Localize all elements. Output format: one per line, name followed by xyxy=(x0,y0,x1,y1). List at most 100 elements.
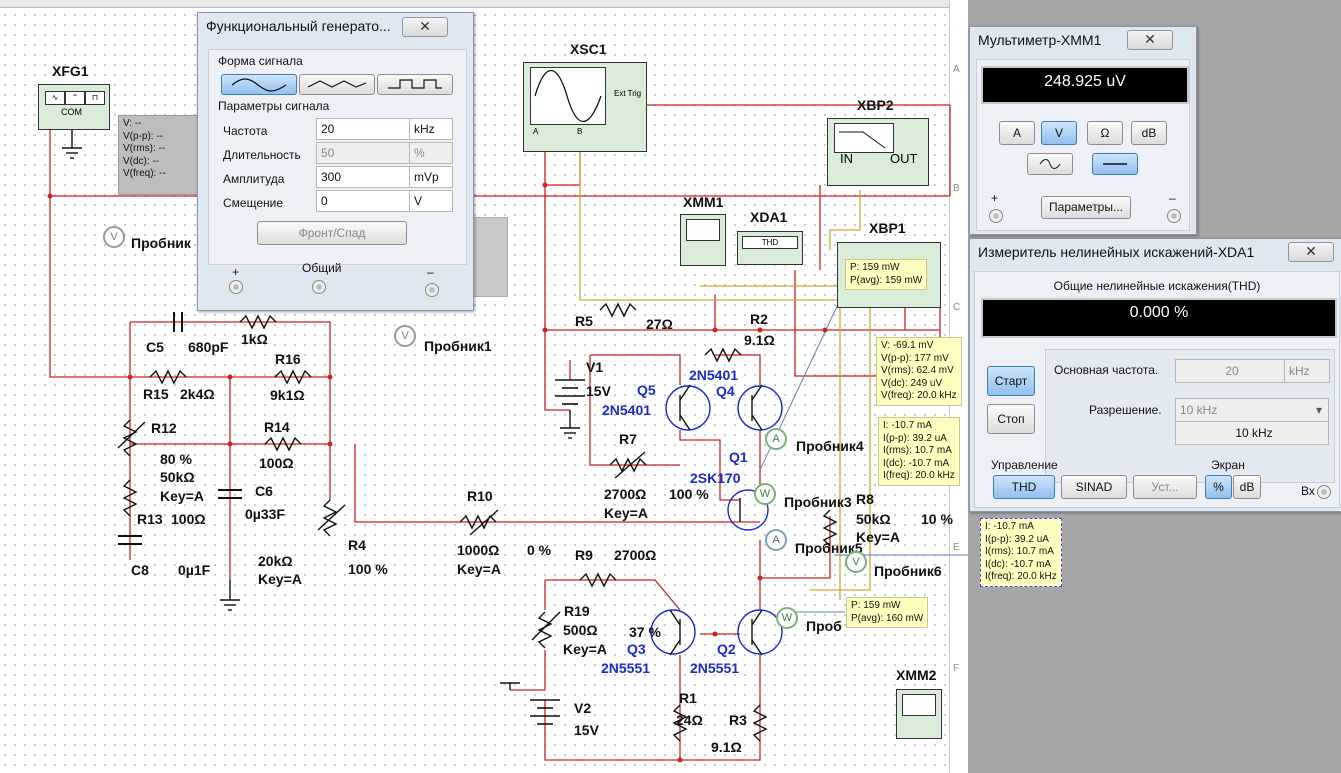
ammeter-mode-button[interactable]: A xyxy=(999,121,1035,145)
bode-plotter-symbol[interactable]: IN OUT xyxy=(827,118,929,186)
sinad-mode-button[interactable]: SINAD xyxy=(1061,475,1127,499)
q3-type: 2N5551 xyxy=(601,660,651,676)
thd-mode-button[interactable]: THD xyxy=(993,475,1055,499)
thd-display-label: THD xyxy=(742,236,798,249)
r3-name: R3 xyxy=(729,712,747,728)
db-display-button[interactable]: dB xyxy=(1233,475,1261,499)
fundamental-label: Основная частота. xyxy=(1054,363,1159,377)
offset-label: Смещение xyxy=(223,196,284,210)
voltmeter-mode-button[interactable]: V xyxy=(1041,121,1077,145)
current-probe4-icon[interactable]: A xyxy=(765,428,787,450)
common-terminal[interactable] xyxy=(312,280,326,294)
oscilloscope-symbol[interactable]: Ext Trig A B xyxy=(523,62,647,152)
r-1k-value: 1kΩ xyxy=(241,331,268,347)
power-probe3-icon[interactable]: W xyxy=(754,483,776,505)
voltage-probe1-icon[interactable]: V xyxy=(394,325,416,347)
r8-value: 50kΩ xyxy=(856,511,891,527)
resolution-label: Разрешение. xyxy=(1089,403,1162,417)
set-button: Уст... xyxy=(1133,475,1197,499)
readout-line: I: -10.7 mA xyxy=(985,521,1034,532)
c6-value: 0µ33F xyxy=(245,506,285,522)
ac-mode-button[interactable] xyxy=(1027,153,1073,175)
rise-fall-button[interactable]: Фронт/Спад xyxy=(257,221,407,245)
settings-button[interactable]: Параметры... xyxy=(1041,196,1131,219)
current-readout-2[interactable]: I: -10.7 mA I(p-p): 39.2 uA I(rms): 10.7… xyxy=(980,518,1062,587)
minus-terminal[interactable] xyxy=(1167,209,1181,223)
c5-value: 680pF xyxy=(188,339,229,355)
ruler-letter: B xyxy=(953,183,960,194)
offset-unit-select[interactable]: V xyxy=(409,190,453,212)
dc-mode-button[interactable] xyxy=(1092,153,1138,175)
r9-name: R9 xyxy=(575,547,593,563)
probe-label: Пробник xyxy=(131,235,191,251)
stop-button[interactable]: Стоп xyxy=(987,404,1035,434)
power-probe-icon[interactable]: W xyxy=(776,607,798,629)
distortion-analyzer-window: Измеритель нелинейных искажений-XDA1 ✕ О… xyxy=(969,238,1341,512)
offset-input[interactable]: 0 xyxy=(316,190,410,212)
readout-line: I(p-p): 39.2 uA xyxy=(883,432,947,444)
input-terminal-label: Вх xyxy=(1301,484,1315,498)
square-wave-button[interactable] xyxy=(377,74,453,95)
ac-wave-icon xyxy=(1039,159,1061,169)
readout-line: I(freq): 20.0 kHz xyxy=(985,571,1057,582)
readout-line: V(dc): 249 uV xyxy=(881,377,943,389)
window-title: Мультиметр-XMM1 xyxy=(978,32,1102,48)
r1-name: R1 xyxy=(679,690,697,706)
amplitude-unit-select[interactable]: mVp xyxy=(409,166,453,188)
r2-value: 9.1Ω xyxy=(744,332,775,348)
percent-display-button[interactable]: % xyxy=(1205,475,1232,499)
voltage-probe-icon[interactable]: V xyxy=(103,226,125,248)
input-terminal[interactable] xyxy=(1317,485,1331,499)
ohmmeter-mode-button[interactable]: Ω xyxy=(1087,121,1123,145)
xbp2-label: XBP2 xyxy=(857,97,894,113)
multimeter-display: 248.925 uV xyxy=(981,66,1189,104)
distortion-analyzer-symbol[interactable]: THD xyxy=(737,231,803,265)
triangle-wave-button[interactable] xyxy=(299,74,375,95)
thd-header: Общие нелинейные искажения(THD) xyxy=(1053,279,1261,293)
ruler-letter: A xyxy=(953,64,960,75)
r7-value: 2700Ω xyxy=(604,486,647,502)
probe1-label: Пробник1 xyxy=(424,338,492,354)
probe-readout-left: V: -- V(p-p): -- V(rms): -- V(dc): -- V(… xyxy=(118,115,210,195)
current-probe5-icon[interactable]: A xyxy=(765,529,787,551)
r8-pct: 10 % xyxy=(921,511,953,527)
r14-value: 100Ω xyxy=(259,455,294,471)
multimeter-xmm2-symbol[interactable] xyxy=(896,689,942,739)
power-readout-bottom: P: 159 mW P(avg): 160 mW xyxy=(846,597,929,628)
start-button[interactable]: Старт xyxy=(987,366,1035,396)
close-icon[interactable]: ✕ xyxy=(402,17,448,37)
r19-name: R19 xyxy=(564,603,590,619)
readout-line: P(avg): 160 mW xyxy=(851,612,924,624)
amplitude-input[interactable]: 300 xyxy=(316,166,410,188)
v1-value: 15V xyxy=(586,383,611,399)
xfg1-label: XFG1 xyxy=(52,63,89,79)
window-title: Функциональный генерато... xyxy=(206,18,391,34)
frequency-input[interactable]: 20 xyxy=(316,118,410,140)
r15-value: 2k4Ω xyxy=(180,386,215,402)
voltage-probe6-icon[interactable]: V xyxy=(845,551,867,573)
r14-name: R14 xyxy=(264,419,290,435)
r13-value: 100Ω xyxy=(171,511,206,527)
frequency-unit-select[interactable]: kHz xyxy=(409,118,453,140)
r16-name: R16 xyxy=(275,351,301,367)
readout-line: P: 159 mW xyxy=(851,600,901,611)
plus-terminal[interactable] xyxy=(229,280,243,294)
multimeter-xmm1-symbol[interactable] xyxy=(680,214,726,266)
oscilloscope-screen xyxy=(530,67,606,125)
close-icon[interactable]: ✕ xyxy=(1288,242,1334,262)
multimeter-panel: 248.925 uV A V Ω dB + – Параметры... xyxy=(976,59,1190,231)
close-icon[interactable]: ✕ xyxy=(1127,30,1173,50)
r10-name: R10 xyxy=(467,488,493,504)
power-readout-top: P: 159 mW P(avg): 159 mW xyxy=(845,259,928,290)
minus-terminal[interactable] xyxy=(425,283,439,297)
thd-display: 0.000 % xyxy=(981,298,1337,338)
c8-value: 0µ1F xyxy=(178,562,211,578)
readout-line: P(avg): 159 mW xyxy=(850,274,923,286)
function-generator-symbol[interactable]: ∿ ⌃ ⊓ COM xyxy=(38,84,110,130)
db-mode-button[interactable]: dB xyxy=(1131,121,1167,145)
plus-terminal[interactable] xyxy=(989,209,1003,223)
r5-name: R5 xyxy=(575,313,593,329)
r8-key: Key=A xyxy=(856,529,900,545)
sine-wave-button[interactable] xyxy=(221,74,297,95)
readout-line: I(freq): 20.0 kHz xyxy=(883,470,955,481)
